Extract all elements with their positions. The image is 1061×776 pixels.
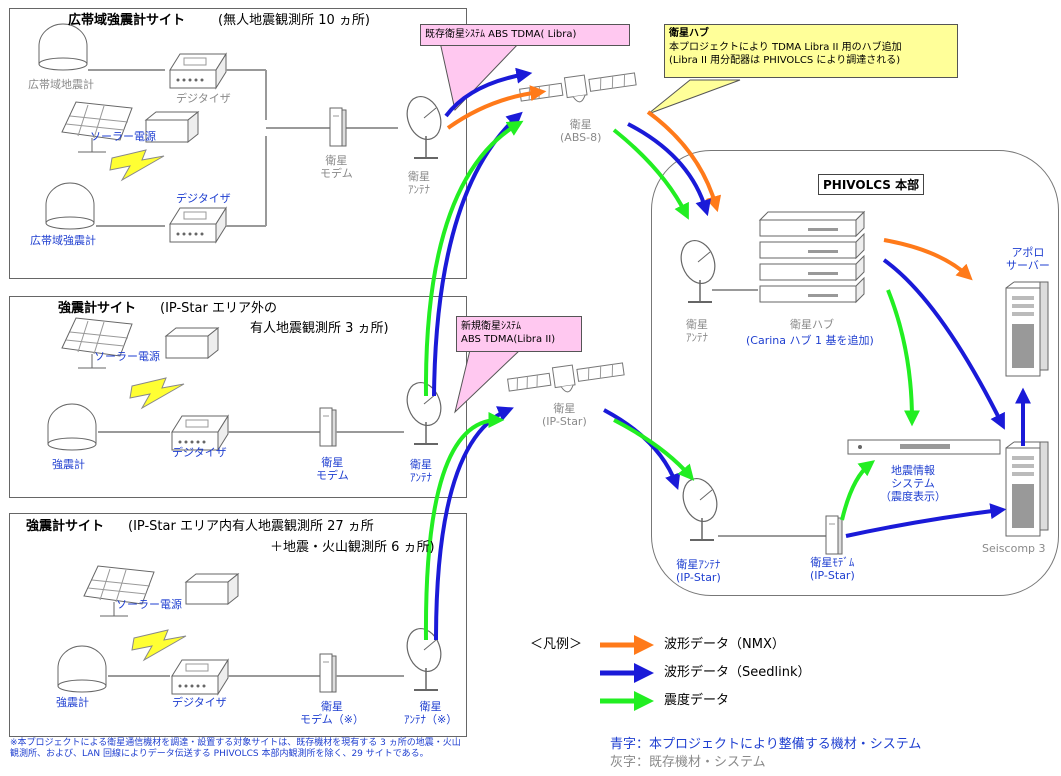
arrows-seedlink bbox=[432, 67, 1031, 641]
hq-seiscomp-label: Seiscomp 3 bbox=[982, 542, 1046, 555]
site1-antenna-label: 衛星 ｱﾝﾃﾅ bbox=[408, 170, 430, 196]
site2-modem-label: 衛星 モデム bbox=[316, 456, 349, 482]
hq-hub-label: 衛星ハブ bbox=[790, 318, 834, 331]
site1-existing-digitizer bbox=[169, 53, 227, 89]
legend-title: ＜凡例＞ bbox=[530, 637, 583, 652]
satellite-ipstar-icon bbox=[506, 357, 626, 401]
site1-new-digitizer bbox=[169, 207, 227, 243]
legend-note-blue: 青字：本プロジェクトにより整備する機材・システム bbox=[610, 737, 922, 752]
site2-battery bbox=[165, 327, 219, 359]
legend-note-gray: 灰字：既存機材・システム bbox=[610, 755, 766, 770]
arrows-nmx bbox=[446, 85, 973, 281]
site3-title-line2: ＋地震・火山観測所 6 ヵ所) bbox=[270, 540, 435, 555]
site1-new-digitizer-label: デジタイザ bbox=[176, 192, 231, 205]
site3-seismometer-label: 強震計 bbox=[56, 696, 89, 709]
hq-ipstar-antenna-label: 衛星ｱﾝﾃﾅ (IP-Star) bbox=[676, 558, 721, 584]
site3-title-rest: (IP-Star エリア内有人地震観測所 27 ヵ所 bbox=[128, 519, 374, 534]
hq-ipstar-modem bbox=[825, 515, 843, 555]
hq-apollo-label: アポロ サーバー bbox=[1006, 246, 1050, 272]
callout-hub: 衛星ハブ 本プロジェクトにより TDMA Libra II 用のハブ追加 (Li… bbox=[664, 24, 958, 78]
site2-bolt bbox=[129, 377, 185, 409]
site1-bolt bbox=[109, 149, 165, 181]
satellite-abs8-icon bbox=[518, 67, 638, 111]
site3-title: 強震計サイト bbox=[26, 519, 105, 534]
callout-hub-tail bbox=[647, 79, 741, 115]
site2-seismometer bbox=[47, 403, 97, 451]
site3-battery bbox=[185, 573, 239, 605]
site1-solar-label: ソーラー電源 bbox=[90, 130, 156, 143]
site-box-strong-motion-inside bbox=[9, 513, 467, 737]
site1-antenna bbox=[400, 90, 448, 159]
site1-existing-digitizer-label: デジタイザ bbox=[176, 92, 231, 105]
site3-digitizer bbox=[171, 659, 229, 695]
hq-antenna-label: 衛星 ｱﾝﾃﾅ bbox=[686, 318, 708, 344]
hq-ipstar-antenna bbox=[676, 472, 724, 541]
satellite-abs8-label: 衛星 (ABS-8) bbox=[560, 118, 602, 144]
hq-intensity-label: 地震情報 システム （震度表示） bbox=[880, 464, 946, 503]
hq-title-text: PHIVOLCS 本部 bbox=[823, 178, 920, 192]
site1-existing-seismometer bbox=[38, 23, 88, 71]
hq-seiscomp-server bbox=[1005, 441, 1049, 537]
site1-solar-panel bbox=[61, 101, 133, 153]
site3-modem-label: 衛星 モデム（※） bbox=[300, 700, 364, 726]
site2-title-rest: (IP-Star エリア外の bbox=[160, 301, 277, 316]
footnote: ※本プロジェクトによる衛星通信機材を調達・設置する対象サイトは、既存機材を現有す… bbox=[10, 738, 461, 759]
callout-existing-text: 既存衛星ｼｽﾃﾑ ABS TDMA( Libra) bbox=[425, 29, 577, 40]
legend-label-intensity: 震度データ bbox=[664, 693, 730, 708]
hq-title: PHIVOLCS 本部 bbox=[818, 174, 925, 195]
site3-digitizer-label: デジタイザ bbox=[172, 696, 227, 709]
site2-modem bbox=[319, 407, 337, 447]
site2-digitizer bbox=[171, 415, 229, 451]
callout-hub-body: 本プロジェクトにより TDMA Libra II 用のハブ追加 (Libra I… bbox=[669, 42, 902, 66]
site2-digitizer-label: デジタイザ bbox=[172, 446, 227, 459]
hq-apollo-server bbox=[1005, 281, 1049, 377]
site1-new-seismometer bbox=[45, 182, 95, 230]
site2-antenna-label: 衛星 ｱﾝﾃﾅ bbox=[410, 458, 432, 484]
site3-solar-label: ソーラー電源 bbox=[116, 598, 182, 611]
callout-new-system: 新規衛星ｼｽﾃﾑ ABS TDMA(Libra II) bbox=[456, 316, 582, 352]
hq-hub-added-label: (Carina ハブ 1 基を追加) bbox=[746, 334, 874, 347]
site1-modem bbox=[329, 107, 347, 147]
legend-label-seedlink: 波形データ（Seedlink） bbox=[664, 665, 811, 680]
site2-seismometer-label: 強震計 bbox=[52, 458, 85, 471]
hq-satellite-hub bbox=[758, 210, 866, 304]
site1-existing-seismometer-label: 広帯域地震計 bbox=[28, 78, 94, 91]
site2-solar-label: ソーラー電源 bbox=[94, 350, 160, 363]
legend-label-nmx: 波形データ（NMX） bbox=[664, 637, 785, 652]
site3-antenna-label: 衛星 ｱﾝﾃﾅ（※） bbox=[404, 700, 458, 726]
site2-title: 強震計サイト bbox=[58, 301, 137, 316]
site2-title-line2: 有人地震観測所 3 ヵ所) bbox=[250, 321, 389, 336]
callout-hub-title: 衛星ハブ bbox=[669, 28, 709, 39]
site1-title-rest: (無人地震観測所 10 ヵ所) bbox=[218, 13, 370, 28]
arrows-intensity bbox=[423, 120, 920, 641]
satellite-ipstar-label: 衛星 (IP-Star) bbox=[542, 402, 587, 428]
site3-seismometer bbox=[57, 645, 107, 693]
hq-intensity-system bbox=[847, 439, 1001, 455]
callout-existing-system: 既存衛星ｼｽﾃﾑ ABS TDMA( Libra) bbox=[420, 24, 630, 46]
site3-modem bbox=[319, 653, 337, 693]
site1-new-seismometer-label: 広帯域強震計 bbox=[30, 234, 96, 247]
site1-title: 広帯域強震計サイト bbox=[68, 13, 186, 28]
site1-modem-label: 衛星 モデム bbox=[320, 154, 353, 180]
callout-new-text: 新規衛星ｼｽﾃﾑ ABS TDMA(Libra II) bbox=[461, 321, 556, 345]
hq-ipstar-modem-label: 衛星ﾓﾃﾞﾑ (IP-Star) bbox=[810, 556, 855, 582]
hq-antenna bbox=[674, 234, 722, 303]
site3-bolt bbox=[131, 629, 187, 661]
